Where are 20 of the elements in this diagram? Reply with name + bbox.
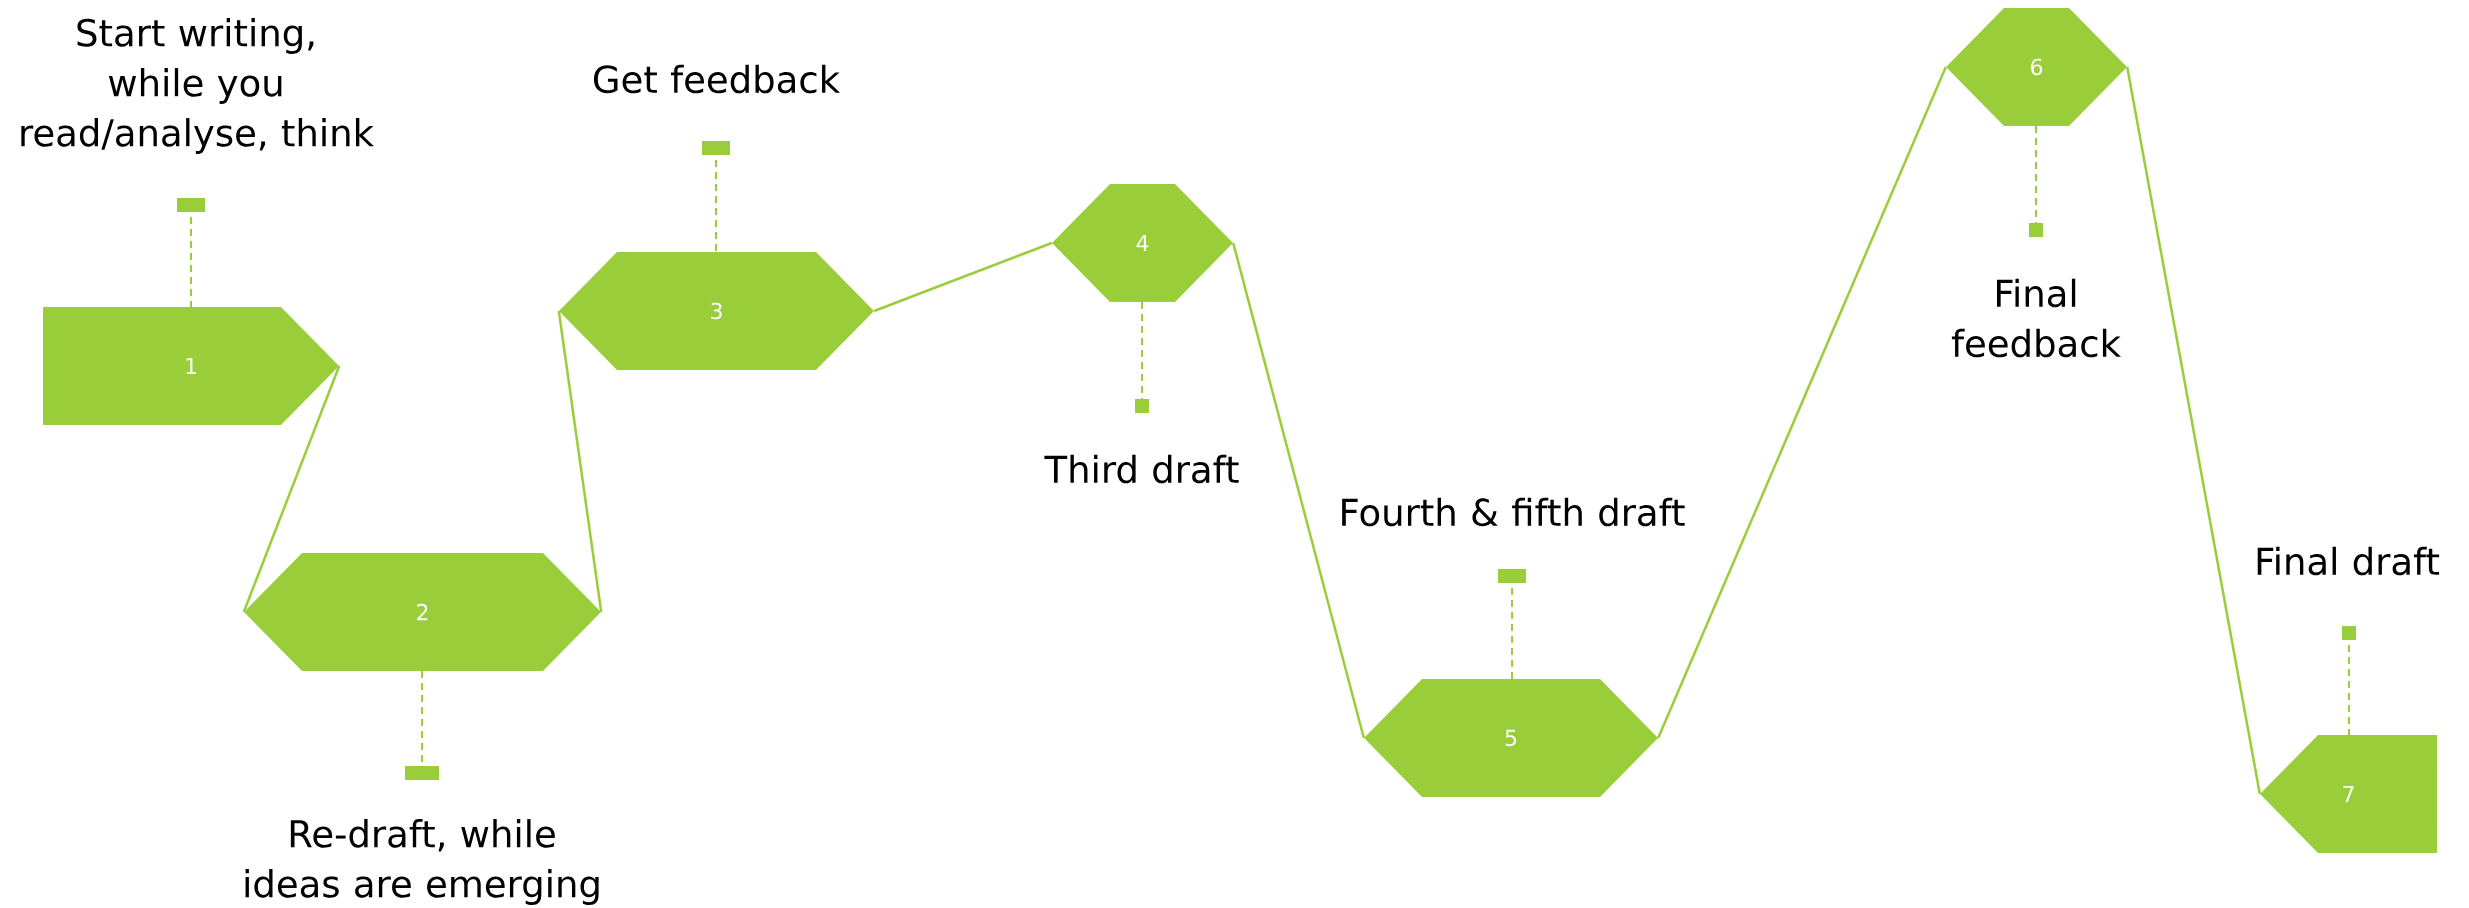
connector-line xyxy=(2126,66,2262,795)
connector-line xyxy=(1232,242,1366,739)
hexagon-box: 2 xyxy=(244,553,601,671)
connector-line xyxy=(873,241,1053,313)
step-label: Final feedback xyxy=(1951,278,2121,358)
arrow-box: 7 xyxy=(2260,735,2438,853)
hexagon-box: 5 xyxy=(1364,679,1658,797)
connector-line xyxy=(242,365,341,613)
hexagon-box: 4 xyxy=(1052,184,1233,302)
step-label: Re-draft, while ideas are emerging xyxy=(245,819,599,905)
step-label: Final draft xyxy=(2257,546,2440,576)
connector-line xyxy=(1657,66,1947,739)
step-label: Start writing, while you read/analyse, think xyxy=(21,18,374,154)
step-label: Get feedback xyxy=(593,64,840,94)
step-label: Fourth & fifth draft xyxy=(1342,497,1685,527)
hexagon-box: 3 xyxy=(559,252,874,370)
arrow-box: 1 xyxy=(43,307,339,425)
connector-line xyxy=(557,310,603,613)
hexagon-box: 6 xyxy=(1946,8,2127,126)
step-label: Third draft xyxy=(1044,454,1239,484)
